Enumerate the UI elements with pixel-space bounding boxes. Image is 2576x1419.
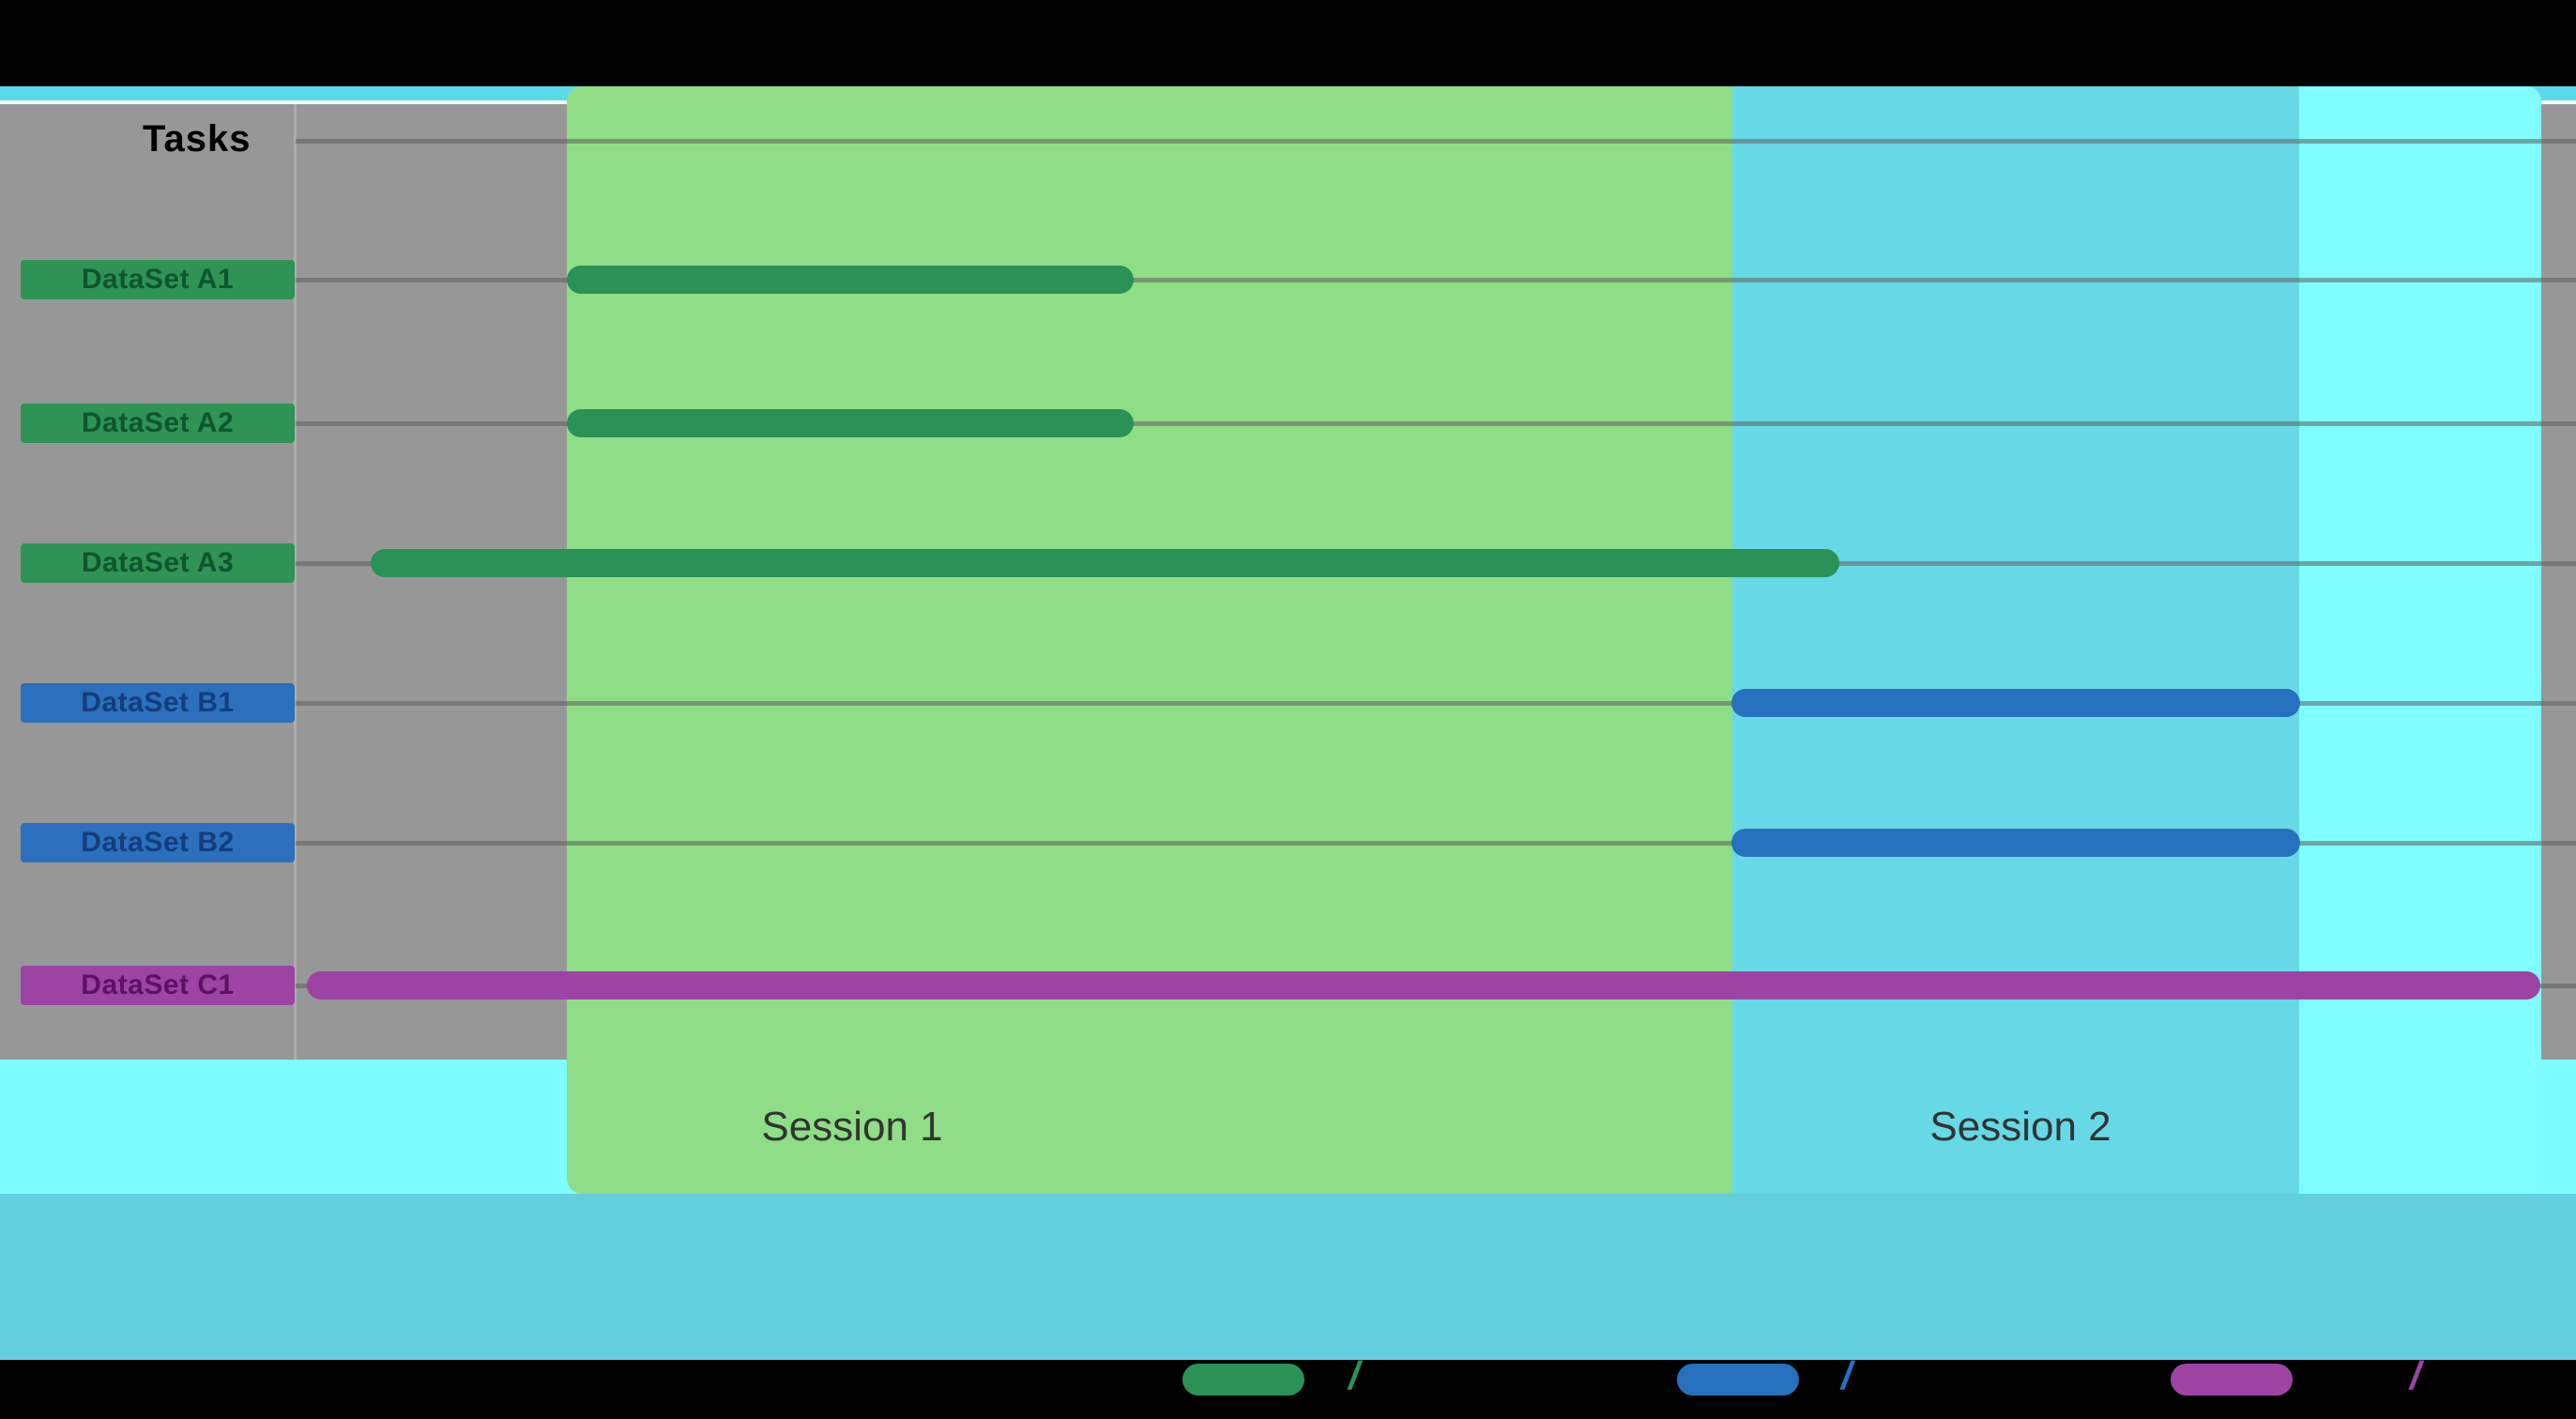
gridline [296,278,2576,282]
task-bar [567,409,1134,437]
gridline [296,701,2576,706]
task-row-label: DataSet A3 [21,543,295,583]
task-row-label: DataSet C1 [21,966,295,1005]
session-2-band [1732,86,2299,1194]
session-1-band [567,86,1732,1194]
legend-separator: / [2410,1353,2421,1397]
legend-separator: / [1349,1353,1360,1397]
legend-separator: / [1841,1353,1852,1397]
gridline [296,841,2576,846]
right-aqua-band [2299,86,2541,1194]
legend-swatch [2171,1364,2293,1396]
task-row-label: DataSet A1 [21,260,295,299]
task-bar [307,971,2540,999]
task-bar [371,549,1839,577]
gridline [296,421,2576,426]
gridline [296,139,2576,144]
tasks-column-header: Tasks [143,118,252,160]
task-bar [1731,829,2300,857]
session-1-label: Session 1 [761,1104,943,1150]
legend-swatch [1182,1364,1304,1396]
task-bar [1731,689,2300,717]
legend-swatch [1677,1364,1799,1396]
label-column-separator [294,104,297,1060]
footer-cyan-band [0,1194,2576,1360]
task-row-label: DataSet B2 [21,823,295,862]
session-2-label: Session 2 [1929,1104,2111,1150]
task-row-label: DataSet B1 [21,683,295,723]
task-bar [567,266,1134,294]
task-row-label: DataSet A2 [21,404,295,443]
